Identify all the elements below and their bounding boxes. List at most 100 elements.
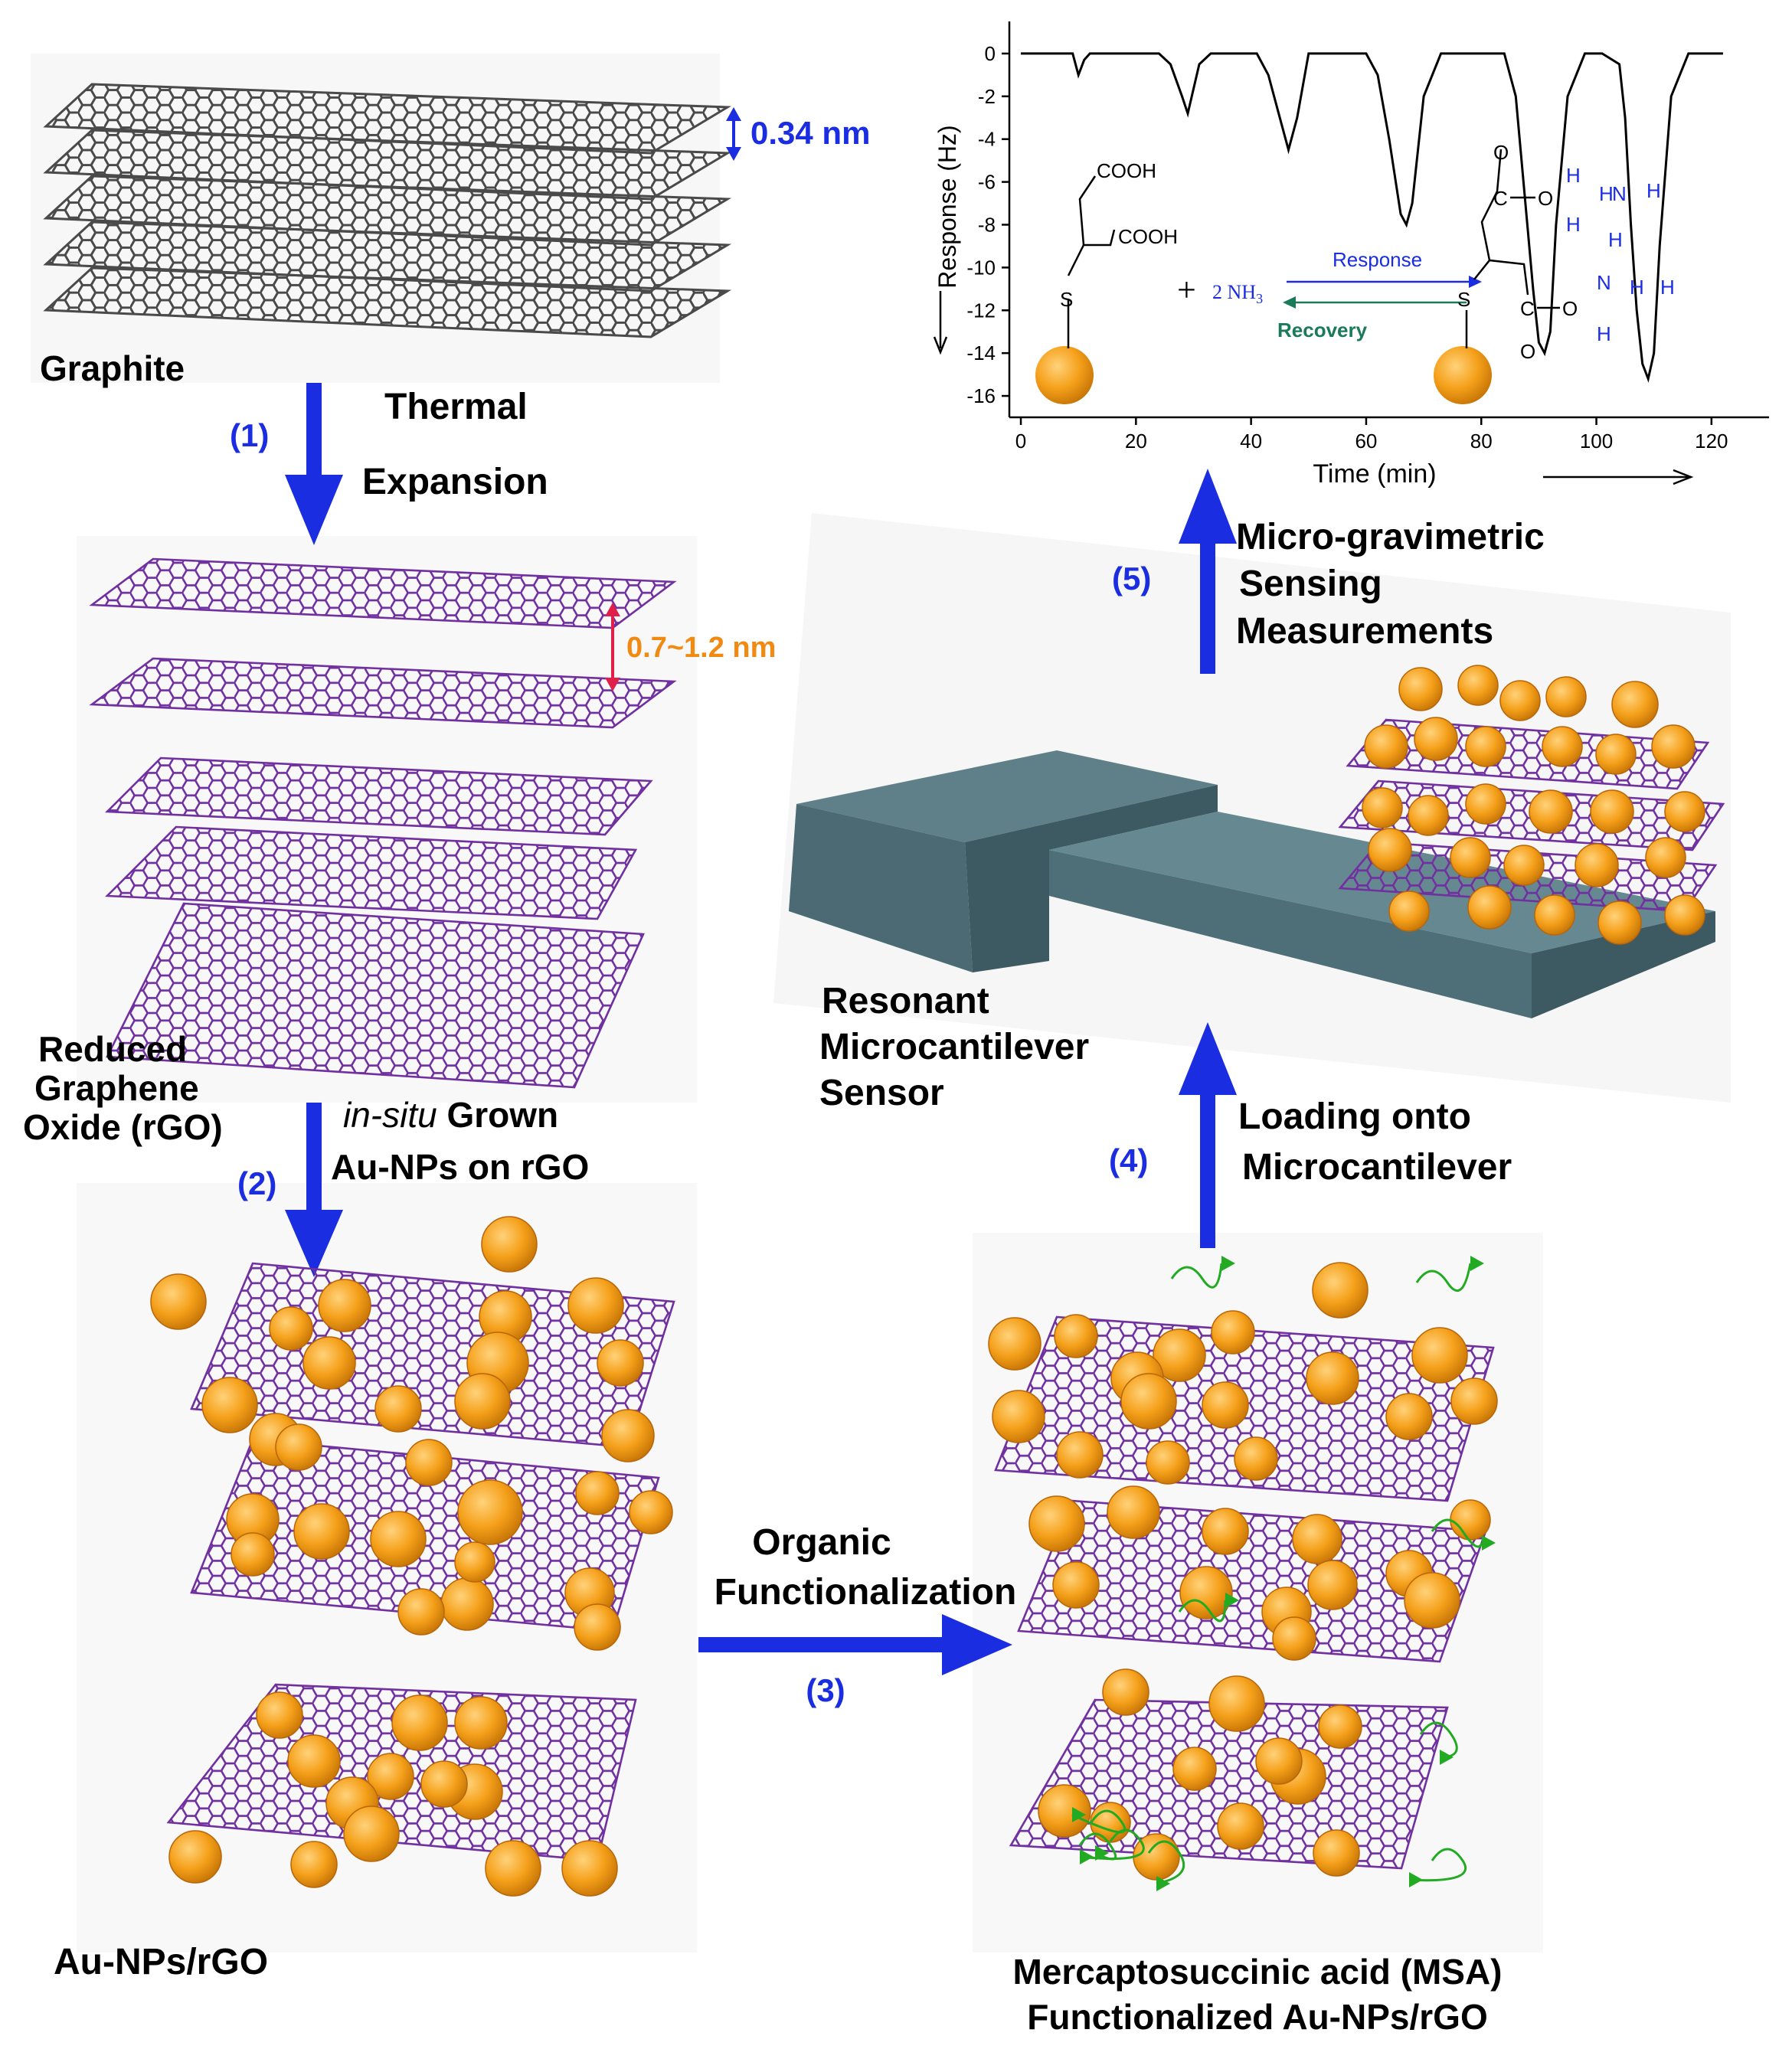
carbon-top: C bbox=[1493, 187, 1508, 210]
x-direction-arrow bbox=[1543, 469, 1694, 485]
msa-ligand-tail bbox=[1147, 1840, 1185, 1885]
gold-nanoparticle bbox=[1388, 891, 1430, 932]
gold-nanoparticle bbox=[1202, 1508, 1249, 1555]
rgo-label-line2: Graphene bbox=[34, 1068, 199, 1108]
step1-arrow bbox=[285, 383, 343, 545]
step5-label-line3: Measurements bbox=[1236, 611, 1493, 652]
x-tick-label: 0 bbox=[1015, 430, 1026, 453]
msa-ligand-tail bbox=[1431, 1518, 1483, 1548]
gold-nanoparticle bbox=[1272, 1616, 1316, 1661]
graphite-spacing-label: 0.34 nm bbox=[750, 115, 870, 151]
gold-nanoparticle bbox=[1217, 1802, 1264, 1850]
gold-nanoparticle bbox=[1611, 681, 1659, 728]
gold-nanoparticle bbox=[1499, 680, 1541, 721]
gold-nanoparticle bbox=[293, 1503, 350, 1560]
x-axis-label: Time (min) bbox=[1313, 459, 1436, 489]
gold-nanoparticle bbox=[1364, 724, 1408, 769]
gold-nanoparticle bbox=[440, 1577, 494, 1631]
gold-nanoparticle bbox=[481, 1216, 538, 1273]
gold-nanoparticles-sensor bbox=[1362, 665, 1705, 945]
step3-arrow bbox=[698, 1614, 1012, 1675]
msa-ligand-head bbox=[1409, 1872, 1423, 1887]
gold-nanoparticle bbox=[1545, 676, 1587, 717]
gold-nanoparticle bbox=[302, 1336, 356, 1390]
recovery-label: Recovery bbox=[1277, 319, 1368, 342]
y-tick-label: 0 bbox=[985, 42, 996, 65]
oxygen-top-double: O bbox=[1493, 141, 1509, 164]
msa-ligand-tail bbox=[1415, 1263, 1472, 1292]
step3-number: (3) bbox=[806, 1672, 845, 1708]
graphite-spacing-marker bbox=[726, 107, 741, 161]
step5-label-line2: Sensing bbox=[1239, 564, 1382, 604]
gold-nanoparticle bbox=[275, 1423, 322, 1471]
gold-nanoparticle bbox=[1411, 1327, 1468, 1384]
gold-nanoparticle bbox=[420, 1760, 468, 1808]
msa-ligand-tail bbox=[1071, 1809, 1127, 1834]
msa-ligand-head bbox=[1221, 1256, 1235, 1271]
gold-nanoparticle bbox=[256, 1691, 303, 1739]
gold-nanoparticle bbox=[454, 1541, 495, 1583]
x-tick-label: 80 bbox=[1470, 430, 1493, 453]
gold-nanoparticle bbox=[1467, 885, 1512, 930]
gold-nanoparticle bbox=[1307, 1560, 1358, 1610]
sulfur-right: S bbox=[1457, 288, 1470, 311]
msa-ligand-tail bbox=[1419, 1721, 1458, 1759]
gold-nanoparticle bbox=[1052, 1561, 1100, 1609]
sensor-label-line2: Microcantilever bbox=[819, 1027, 1089, 1067]
ammonia-label: 2 NH3 bbox=[1212, 281, 1263, 306]
y-tick-label: -4 bbox=[978, 128, 996, 151]
aunps-rgo-sheets bbox=[166, 1262, 675, 1862]
y-axis-label: Response (Hz) bbox=[934, 125, 961, 288]
gold-nanoparticle bbox=[231, 1532, 275, 1577]
step5-arrow bbox=[1179, 469, 1237, 674]
gold-nanoparticle bbox=[1450, 837, 1491, 878]
series-line bbox=[1021, 52, 1723, 383]
step4-label-line2: Microcantilever bbox=[1242, 1147, 1512, 1188]
gold-nanoparticle bbox=[1542, 726, 1583, 767]
rgo-layers bbox=[89, 557, 677, 1089]
gold-nanoparticle bbox=[601, 1409, 655, 1462]
step1-label-line1: Thermal bbox=[384, 387, 528, 427]
gold-nanoparticle bbox=[988, 1317, 1042, 1371]
msa-ligand-head bbox=[1156, 1876, 1170, 1891]
gold-particle-right bbox=[1434, 346, 1492, 404]
graphite-label: Graphite bbox=[40, 348, 185, 388]
gold-nanoparticle bbox=[1056, 1431, 1104, 1479]
gold-nanoparticle bbox=[1664, 791, 1705, 832]
gold-nanoparticle bbox=[1028, 1495, 1085, 1552]
gold-nanoparticle bbox=[1408, 795, 1449, 836]
x-tick-label: 40 bbox=[1240, 430, 1262, 453]
gold-nanoparticle bbox=[1398, 667, 1443, 711]
rgo-spacing-marker bbox=[605, 603, 620, 691]
y-tick-label: -8 bbox=[978, 213, 996, 236]
gold-nanoparticle bbox=[1211, 1310, 1255, 1355]
rgo-spacing-label: 0.7~1.2 nm bbox=[626, 632, 776, 664]
gold-nanoparticle bbox=[1457, 665, 1499, 706]
hydrogen-atom: H bbox=[1608, 228, 1623, 251]
gold-nanoparticle bbox=[1102, 1668, 1149, 1716]
gold-nanoparticle bbox=[1534, 894, 1575, 936]
y-tick-label: -12 bbox=[966, 299, 996, 322]
step2-number: (2) bbox=[237, 1165, 276, 1201]
hydrogen-atom: H bbox=[1566, 213, 1581, 236]
gold-nanoparticles-left bbox=[150, 1216, 673, 1897]
gold-nanoparticle bbox=[1107, 1485, 1160, 1539]
gold-nanoparticle bbox=[454, 1696, 508, 1750]
msa-label-line2: Functionalized Au-NPs/rGO bbox=[1027, 1997, 1487, 2037]
gold-nanoparticle bbox=[1312, 1262, 1369, 1319]
gold-nanoparticle bbox=[1172, 1747, 1217, 1791]
gold-nanoparticle bbox=[1090, 1802, 1131, 1843]
gold-nanoparticle bbox=[1450, 1377, 1498, 1425]
hydrogen-atom: H bbox=[1599, 182, 1614, 205]
step4-arrow bbox=[1179, 1022, 1237, 1248]
gold-nanoparticle bbox=[575, 1471, 620, 1515]
y-tick-label: -10 bbox=[966, 256, 996, 279]
msa-ligand-head bbox=[1225, 1593, 1239, 1608]
x-tick-label: 60 bbox=[1355, 430, 1377, 453]
response-label: Response bbox=[1333, 248, 1422, 271]
gold-nanoparticle bbox=[561, 1840, 618, 1897]
step3-label-line1: Organic bbox=[752, 1522, 891, 1563]
hydrogen-atom: H bbox=[1660, 276, 1675, 299]
